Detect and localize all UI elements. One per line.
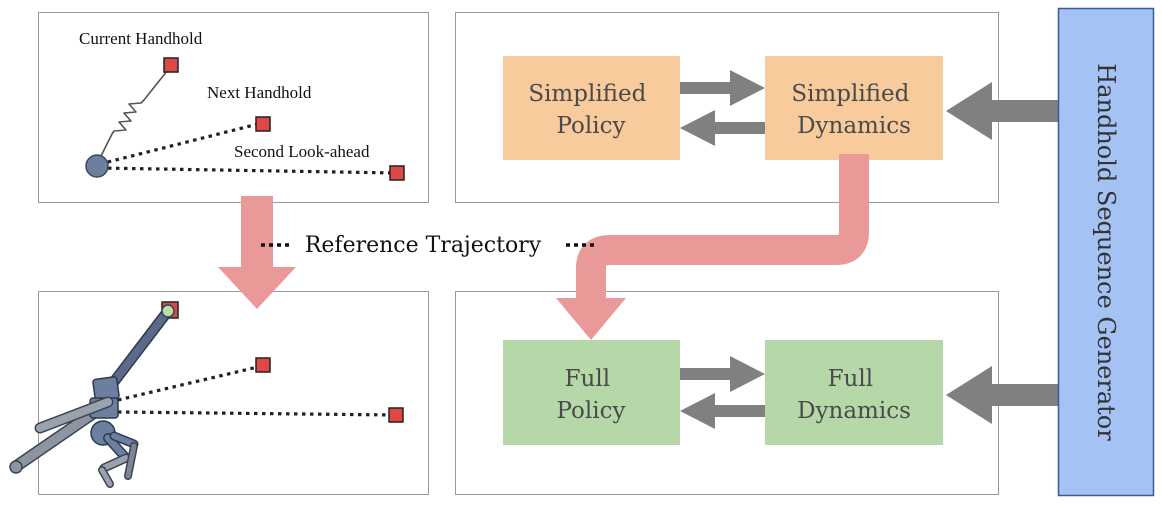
humanoid-leg-lower-2-fill [125, 443, 137, 479]
humanoid-back-hand [9, 460, 23, 474]
spring-leg [96, 65, 172, 165]
reference-trajectory-arrows [218, 154, 869, 340]
full-policy-line2: Policy [557, 398, 626, 424]
reference-trajectory-label: Reference Trajectory [305, 233, 542, 258]
simplified-dynamics-line2: Dynamics [797, 113, 911, 139]
reference-arrow-left [218, 196, 296, 309]
full-policy-line1: Full [565, 366, 610, 392]
humanoid-leg-upper-2-fill [111, 433, 137, 447]
full-dynamics-line1: Full [828, 366, 873, 392]
simplified-policy-line1: Simplified [528, 81, 646, 107]
next-handhold-line-full [117, 364, 263, 402]
arrow-full-dynamics-to-policy [680, 393, 765, 429]
simplified-policy-line2: Policy [557, 113, 626, 139]
current-handhold-label: Current Handhold [79, 29, 203, 48]
simplified-policy-block [503, 56, 680, 160]
full-policy-block [503, 340, 680, 445]
full-humanoid-sketch [9, 301, 404, 488]
current-handhold-marker [163, 57, 179, 73]
humanoid-reach-arm [106, 307, 172, 391]
reference-arrow-right-path [576, 154, 869, 300]
humanoid-foot-1-fill [99, 467, 113, 487]
second-lookahead-line-full [117, 410, 397, 417]
body-mass [85, 154, 109, 178]
handhold-generator-block [1057, 7, 1155, 497]
full-dynamics-label: Full Dynamics [797, 366, 911, 424]
second-lookahead-label: Second Look-ahead [234, 142, 370, 161]
humanoid-reach-hand [161, 304, 175, 318]
simplified-dynamics-label: Simplified Dynamics [791, 81, 916, 139]
humanoid-front-arm-fill [36, 398, 112, 432]
full-policy-label: Full Policy [557, 366, 626, 424]
second-lookahead-line [99, 166, 398, 175]
next-handhold-marker [255, 116, 271, 132]
arrow-generator-to-simplified-dynamics [946, 82, 1058, 140]
arrow-full-policy-to-dynamics [680, 356, 765, 392]
next-handhold-marker-full [255, 357, 271, 373]
arrow-simplified-policy-to-dynamics [680, 70, 765, 106]
simplified-dynamics-line1: Simplified [791, 81, 909, 107]
humanoid-leg-lower-1-fill [101, 455, 129, 471]
reference-arrow-right-head [556, 298, 626, 340]
next-handhold-line [99, 121, 263, 166]
arrow-generator-to-full-dynamics [946, 366, 1058, 424]
full-dynamics-line2: Dynamics [797, 398, 911, 424]
second-lookahead-marker-full [388, 407, 404, 423]
handhold-generator-label: Handhold Sequence Generator [1092, 63, 1120, 441]
arrow-simplified-dynamics-to-policy [680, 110, 765, 146]
simplified-policy-label: Simplified Policy [528, 81, 653, 139]
second-lookahead-marker [389, 165, 405, 181]
simplified-sketch: Current Handhold Next Handhold Second Lo… [79, 29, 405, 181]
humanoid-back-arm-fill [13, 405, 103, 470]
next-handhold-label: Next Handhold [207, 83, 312, 102]
simplified-dynamics-block [765, 56, 943, 160]
full-dynamics-block [765, 340, 943, 445]
